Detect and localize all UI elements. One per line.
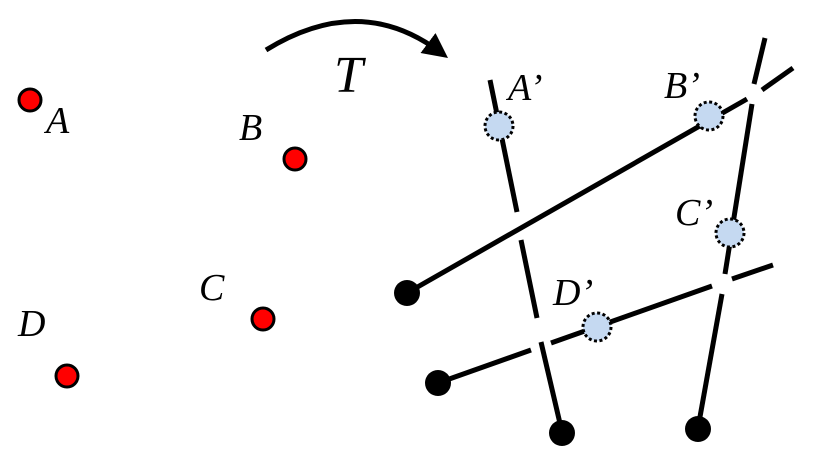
- source-label-c: C: [199, 267, 225, 309]
- target-point-a-prime: A’: [483, 67, 542, 142]
- target-label-d-prime: D’: [552, 272, 593, 314]
- endpoint-dot: [549, 420, 575, 446]
- source-label-a: A: [43, 100, 70, 142]
- target-point-b-prime: B’: [664, 65, 725, 132]
- transform-arrow: [264, 19, 449, 58]
- target-label-b-prime: B’: [664, 65, 700, 107]
- endpoint-dot: [394, 280, 420, 306]
- source-label-b: B: [239, 107, 262, 149]
- line-through-b-prime: [394, 65, 795, 306]
- source-point-a: A: [17, 87, 70, 142]
- source-point-b: B: [239, 107, 308, 172]
- endpoint-dot: [685, 416, 711, 442]
- source-label-d: D: [17, 303, 45, 345]
- endpoint-dot: [425, 370, 451, 396]
- line-through-d-prime: [425, 262, 774, 396]
- target-label-a-prime: A’: [505, 67, 542, 109]
- line-through-a-prime: [487, 79, 575, 446]
- target-label-c-prime: C’: [675, 192, 713, 234]
- target-point-c-prime: C’: [675, 192, 746, 249]
- target-point-d-prime: D’: [552, 272, 613, 343]
- source-point-d: D: [17, 303, 80, 389]
- transform-label: T: [334, 47, 366, 104]
- source-point-c: C: [199, 267, 276, 332]
